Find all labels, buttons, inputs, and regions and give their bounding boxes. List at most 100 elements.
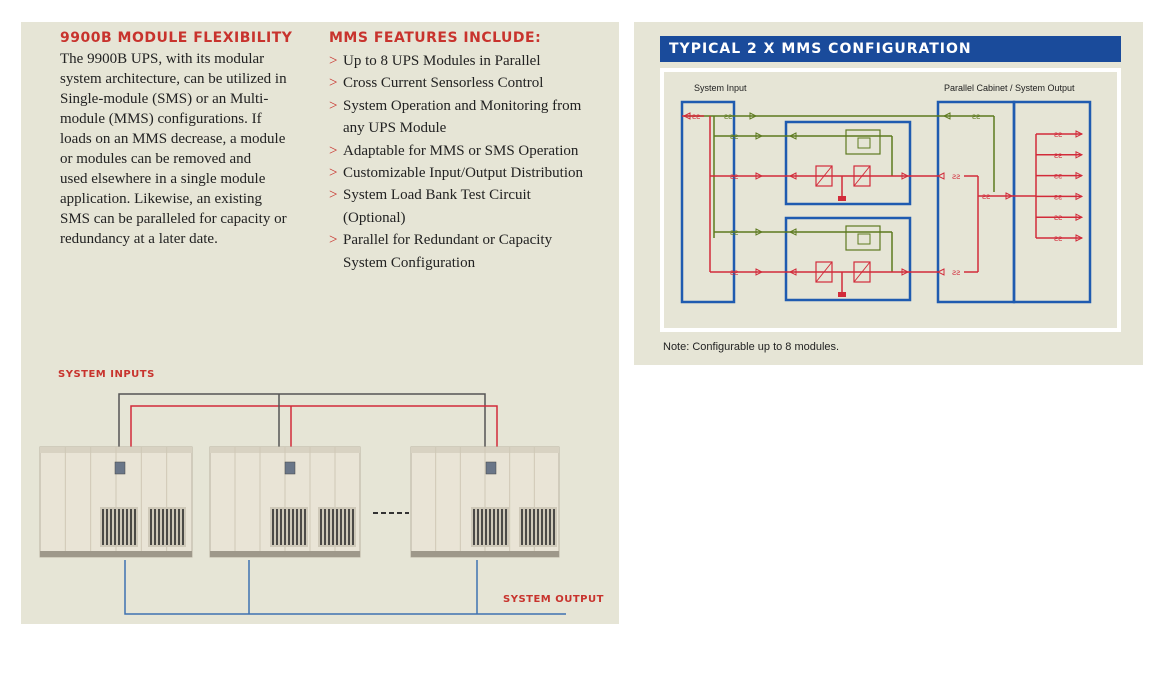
svg-text:ƨƨ: ƨƨ bbox=[1054, 172, 1062, 181]
feature-text: Cross Current Sensorless Control bbox=[343, 75, 544, 92]
svg-text:ƨƨ: ƨƨ bbox=[952, 268, 960, 277]
feature-text: (Optional) bbox=[343, 209, 406, 226]
feature-text: any UPS Module bbox=[343, 120, 447, 137]
static-switch bbox=[845, 129, 881, 155]
mms-schematic: System Input Parallel Cabinet / System O… bbox=[680, 83, 1092, 304]
feature-text: Customizable Input/Output Distribution bbox=[343, 165, 583, 182]
feature-text: Up to 8 UPS Modules in Parallel bbox=[343, 53, 541, 69]
vent-grille bbox=[519, 507, 557, 547]
battery bbox=[838, 196, 846, 201]
chevron-right-icon: > bbox=[329, 97, 338, 114]
rectifier bbox=[815, 261, 833, 283]
feature-text: System Load Bank Test Circuit bbox=[343, 187, 531, 204]
flexibility-line: loads on an MMS decrease, a module bbox=[60, 131, 286, 147]
output-bus: ƨƨ bbox=[977, 134, 1037, 272]
feature-item: > System Operation and Monitoring from any… bbox=[329, 95, 614, 140]
feature-item: > Adaptable for MMS or SMS Operation bbox=[329, 140, 614, 162]
svg-text:ƨƨ: ƨƨ bbox=[972, 112, 980, 121]
output-breaker: ƨƨ bbox=[1036, 172, 1084, 181]
flexibility-line: used elsewhere in a single module bbox=[60, 171, 266, 187]
system-output-label: SYSTEM OUTPUT bbox=[503, 594, 604, 605]
feature-text: System Operation and Monitoring from bbox=[343, 97, 582, 114]
features-list: > Up to 8 UPS Modules in Parallel > Cross C… bbox=[329, 50, 614, 274]
output-breaker: ƨƨ bbox=[1036, 234, 1084, 243]
system-input-label: System Input bbox=[694, 83, 747, 93]
control-display bbox=[485, 461, 497, 475]
system-inputs-label: SYSTEM INPUTS bbox=[58, 369, 155, 380]
ups-unit bbox=[410, 446, 560, 558]
chevron-right-icon: > bbox=[329, 232, 338, 249]
system-input-cabinet bbox=[680, 100, 736, 304]
parallel-cabinet-label: Parallel Cabinet / System Output bbox=[944, 83, 1075, 93]
ups-wiring-illustration bbox=[39, 393, 566, 615]
input-main-line: ƨƨ bbox=[682, 112, 715, 272]
features-title: MMS FEATURES INCLUDE: bbox=[329, 30, 542, 46]
chevron-right-icon: > bbox=[329, 75, 338, 92]
system-output-wiring bbox=[124, 560, 566, 615]
feature-text: Adaptable for MMS or SMS Operation bbox=[343, 142, 579, 159]
feature-text: System Configuration bbox=[343, 254, 476, 271]
configuration-note: Note: Configurable up to 8 modules. bbox=[663, 341, 840, 353]
feature-text: Parallel for Redundant or Capacity bbox=[343, 232, 553, 249]
ups-cabinets bbox=[39, 446, 560, 558]
output-breaker: ƨƨ bbox=[1036, 213, 1084, 222]
svg-text:ƨƨ: ƨƨ bbox=[952, 172, 960, 181]
svg-text:ƨƨ: ƨƨ bbox=[1054, 213, 1062, 222]
flexibility-line: application. Likewise, an existing bbox=[60, 191, 263, 207]
ups-module-2 bbox=[784, 216, 912, 302]
static-switch bbox=[845, 225, 881, 251]
svg-text:ƨƨ: ƨƨ bbox=[730, 268, 738, 277]
ups-module-1 bbox=[784, 120, 912, 206]
flexibility-line: SMS can be paralleled for capacity or bbox=[60, 211, 287, 227]
ups-unit bbox=[209, 446, 361, 558]
flexibility-panel: 9900B MODULE FLEXIBILITY The 9900B UPS, … bbox=[21, 22, 619, 624]
system-output-cabinet bbox=[1012, 100, 1092, 304]
vent-grille bbox=[100, 507, 138, 547]
bypass-main-line: ƨƨ ƨƨ bbox=[684, 112, 995, 192]
flexibility-title: 9900B MODULE FLEXIBILITY bbox=[60, 30, 293, 46]
chevron-right-icon: > bbox=[329, 53, 338, 69]
flexibility-line: module (MMS) configurations. If bbox=[60, 111, 262, 127]
chevron-right-icon: > bbox=[329, 142, 338, 159]
chevron-right-icon: > bbox=[329, 187, 338, 204]
output-breakers: ƨƨ ƨƨ ƨƨ ƨƨ ƨƨ ƨƨ bbox=[1036, 130, 1084, 243]
feature-item: > Customizable Input/Output Distribution bbox=[329, 162, 614, 184]
svg-text:ƨƨ: ƨƨ bbox=[692, 112, 700, 121]
vent-grille bbox=[318, 507, 356, 547]
battery bbox=[838, 292, 846, 297]
flexibility-description: The 9900B UPS, with its modular system ar… bbox=[60, 49, 310, 249]
flexibility-line: Single-module (SMS) or an Multi- bbox=[60, 91, 269, 107]
configuration-frame: System Input Parallel Cabinet / System O… bbox=[660, 68, 1121, 332]
flexibility-line: system architecture, can be utilized in bbox=[60, 71, 287, 87]
output-breaker: ƨƨ bbox=[1036, 151, 1084, 160]
svg-text:ƨƨ: ƨƨ bbox=[730, 132, 738, 141]
svg-text:ƨƨ: ƨƨ bbox=[1054, 192, 1062, 201]
control-display bbox=[114, 461, 126, 475]
svg-text:ƨƨ: ƨƨ bbox=[1054, 151, 1062, 160]
svg-text:ƨƨ: ƨƨ bbox=[1054, 234, 1062, 243]
svg-text:ƨƨ: ƨƨ bbox=[982, 192, 990, 201]
svg-text:ƨƨ: ƨƨ bbox=[730, 172, 738, 181]
ups-unit bbox=[39, 446, 193, 558]
module-branches: ƨƨ ƨƨ ƨƨ ƨƨ ƨƨ ƨƨ bbox=[710, 129, 978, 297]
svg-text:ƨƨ: ƨƨ bbox=[724, 112, 732, 121]
output-breaker: ƨƨ bbox=[1036, 130, 1084, 139]
control-display bbox=[284, 461, 296, 475]
module-branch: ƨƨ ƨƨ ƨƨ bbox=[710, 129, 978, 201]
module-branch: ƨƨ ƨƨ ƨƨ bbox=[710, 225, 978, 297]
configuration-title: TYPICAL 2 X MMS CONFIGURATION bbox=[660, 36, 1121, 62]
feature-item: > System Load Bank Test Circuit (Optional) bbox=[329, 184, 614, 229]
flexibility-line: The 9900B UPS, with its modular bbox=[60, 51, 265, 67]
chevron-right-icon: > bbox=[329, 165, 338, 182]
vent-grille bbox=[148, 507, 186, 547]
output-breaker: ƨƨ bbox=[1036, 192, 1084, 201]
feature-item: > Up to 8 UPS Modules in Parallel bbox=[329, 50, 614, 72]
flexibility-line: or modules can be removed and bbox=[60, 151, 252, 167]
inverter bbox=[853, 261, 871, 283]
configuration-panel: TYPICAL 2 X MMS CONFIGURATION System Inp… bbox=[634, 22, 1143, 365]
svg-text:ƨƨ: ƨƨ bbox=[730, 228, 738, 237]
configuration-diagram: System Input Parallel Cabinet / System O… bbox=[664, 72, 1117, 328]
flexibility-line: redundancy at a later date. bbox=[60, 231, 218, 247]
svg-text:ƨƨ: ƨƨ bbox=[1054, 130, 1062, 139]
